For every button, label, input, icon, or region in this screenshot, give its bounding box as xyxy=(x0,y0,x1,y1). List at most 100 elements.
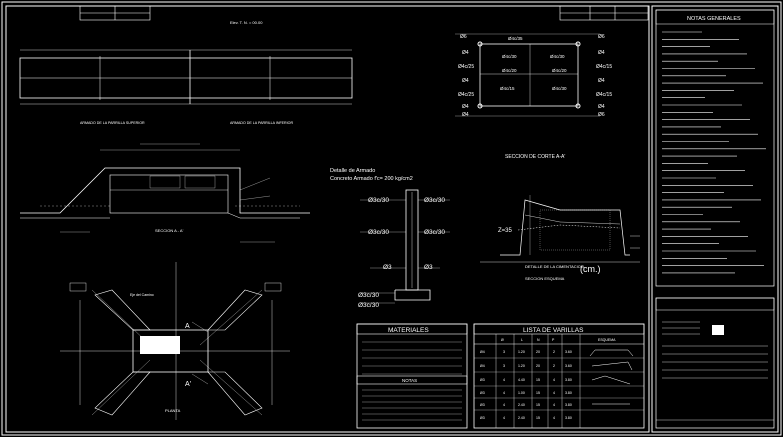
box-bar-left-0: Ø6 xyxy=(460,34,467,40)
detail-dim: Z=35 xyxy=(498,228,513,234)
rebar-cell: 4 xyxy=(553,391,555,395)
reinforce-title: Detalle de Armado xyxy=(330,168,375,174)
rebar-cell: 15 xyxy=(536,403,540,407)
box-bar-right-4: Ø4c/15 xyxy=(596,92,612,98)
rebar-cell: 20 xyxy=(536,350,540,354)
drawing-area-border xyxy=(5,5,650,433)
materials-table: MATERIALES NOTAS xyxy=(356,323,468,429)
rebar-list-table: LISTA DE VARILLAS Ø L N P ESQUEMA Ø4 3 1… xyxy=(473,323,645,429)
detail-title: DETALLE DE LA CIMENTACION xyxy=(525,264,584,269)
box-bar-left-6: Ø4 xyxy=(462,112,469,118)
box-bar-left-2: Ø4c/25 xyxy=(458,64,474,70)
rebar-header-3: N xyxy=(537,338,540,342)
reinforce-label-3: Ø3c/30 xyxy=(424,229,445,236)
box-bar-right-2: Ø4c/15 xyxy=(596,64,612,70)
general-notes: NOTAS GENERALES xyxy=(655,9,775,287)
rebar-cell: Ø3 xyxy=(480,403,485,407)
box-bar-inner-3: Ø4c/20 xyxy=(502,68,517,73)
plan-mark-a: A xyxy=(185,323,190,330)
box-bar-inner-6: Ø4c/30 xyxy=(552,86,567,91)
reinforce-label-6: Ø3c/30 xyxy=(358,292,379,299)
rebar-cell: Ø3 xyxy=(480,378,485,382)
reinforce-label-5: Ø3 xyxy=(424,264,433,271)
reinforcement-detail: Detalle de Armado Concreto Armado f'c= 2… xyxy=(330,168,450,309)
box-bar-right-1: Ø4 xyxy=(598,50,605,56)
rebar-cell: 3.80 xyxy=(565,403,572,407)
rebar-cell: 2.40 xyxy=(518,403,525,407)
box-bar-left-3: Ø4 xyxy=(462,78,469,84)
rebar-cell: 2 xyxy=(553,364,555,368)
rebar-list-title: LISTA DE VARILLAS xyxy=(523,327,584,334)
rebar-cell: 3 xyxy=(503,364,505,368)
top-beam-elevation: Elev. T. N. = 00.00 ARMADO DE LA PARRILL… xyxy=(19,20,353,125)
rebar-cell: 2 xyxy=(553,350,555,354)
rebar-cell: 4 xyxy=(553,403,555,407)
rebar-cell: 1.20 xyxy=(518,364,525,368)
reinforce-label-2: Ø3c/30 xyxy=(368,229,389,236)
rebar-cell: 3.80 xyxy=(565,378,572,382)
rebar-cell: 20 xyxy=(536,364,540,368)
rebar-cell: 1.20 xyxy=(518,350,525,354)
box-bar-right-6: Ø6 xyxy=(598,112,605,118)
rebar-header-4: P xyxy=(552,338,555,342)
box-bar-left-1: Ø4 xyxy=(462,50,469,56)
rebar-cell: Ø4 xyxy=(480,364,485,368)
box-bar-right-5: Ø4 xyxy=(598,104,605,110)
box-bar-inner-4: Ø4c/20 xyxy=(552,68,567,73)
table-row: Ø3 4 2.40 15 4 3.80 xyxy=(480,403,572,407)
materials-notes-title: NOTAS xyxy=(402,378,417,383)
title-strip-border xyxy=(651,5,779,433)
reinforce-label-4: Ø3 xyxy=(383,264,392,271)
rebar-cell: 3 xyxy=(503,350,505,354)
plan-view: Eje del Camino A A' PLANTA xyxy=(60,262,290,420)
rebar-cell: 3.60 xyxy=(565,364,572,368)
plan-axis-label: Eje del Camino xyxy=(130,293,154,297)
rebar-cell: 4 xyxy=(553,416,555,420)
rebar-cell: 15 xyxy=(536,378,540,382)
rebar-cell: 1.00 xyxy=(518,391,525,395)
rebar-cell: 3.80 xyxy=(565,416,572,420)
notes-title: NOTAS GENERALES xyxy=(687,16,741,22)
materials-title: MATERIALES xyxy=(388,327,429,334)
rebar-cell: 4 xyxy=(553,378,555,382)
rebar-cell: Ø3 xyxy=(480,391,485,395)
rebar-cell: 15 xyxy=(536,416,540,420)
section-cut-title: SECCION DE CORTE A-A' xyxy=(505,154,565,160)
box-bar-inner-5: Ø4c/15 xyxy=(500,86,515,91)
section-box: Ø6 Ø4 Ø4c/25 Ø4 Ø4c/25 Ø4 Ø4 Ø6 Ø4 Ø4c/1… xyxy=(455,33,612,118)
rebar-cell: Ø4 xyxy=(480,350,485,354)
rebar-cell: 4 xyxy=(503,378,505,382)
table-row: Ø4 3 1.20 20 2 3.60 xyxy=(480,350,572,354)
rebar-cell: 3.60 xyxy=(565,350,572,354)
rebar-header-1: Ø xyxy=(501,338,504,342)
reinforce-label-1: Ø3c/30 xyxy=(424,197,445,204)
section-a-a-drawing: SECCION A - A' xyxy=(20,143,310,243)
rebar-cell: 4.40 xyxy=(518,378,525,382)
detail-unit: (cm.) xyxy=(580,264,601,274)
plan-mark-a2: A' xyxy=(185,381,191,388)
box-bar-inner-1: Ø4c/30 xyxy=(502,54,517,59)
beam-label-lower: ARMADO DE LA PARRILLA INFERIOR xyxy=(230,121,293,125)
rebar-cell: 3.80 xyxy=(565,391,572,395)
foundation-detail: SECCION DE CORTE A-A' Z=35 DETALLE DE LA… xyxy=(480,154,640,281)
header-block-left xyxy=(79,5,151,21)
reinforce-label-0: Ø3c/30 xyxy=(368,197,389,204)
rebar-cell: 2.40 xyxy=(518,416,525,420)
rebar-cell: 4 xyxy=(503,403,505,407)
box-bar-left-5: Ø4 xyxy=(462,104,469,110)
header-block-right xyxy=(559,5,649,21)
box-bar-right-3: Ø4 xyxy=(598,78,605,84)
rebar-cell: Ø3 xyxy=(480,416,485,420)
detail-subtitle: SECCION ESQUEMA xyxy=(525,276,565,281)
beam-label-upper: ARMADO DE LA PARRILLA SUPERIOR xyxy=(80,121,145,125)
reinforce-label-7: Ø3c/30 xyxy=(358,302,379,309)
box-bar-left-4: Ø4c/25 xyxy=(458,92,474,98)
title-block xyxy=(655,297,775,429)
reinforce-subtitle: Concreto Armado f'c= 200 kg/cm2 xyxy=(330,176,413,182)
rebar-header-2: L xyxy=(521,338,523,342)
table-row: Ø3 4 4.40 15 4 3.80 xyxy=(480,378,572,382)
box-bar-inner-2: Ø4c/30 xyxy=(550,54,565,59)
notes-lines xyxy=(662,31,766,274)
